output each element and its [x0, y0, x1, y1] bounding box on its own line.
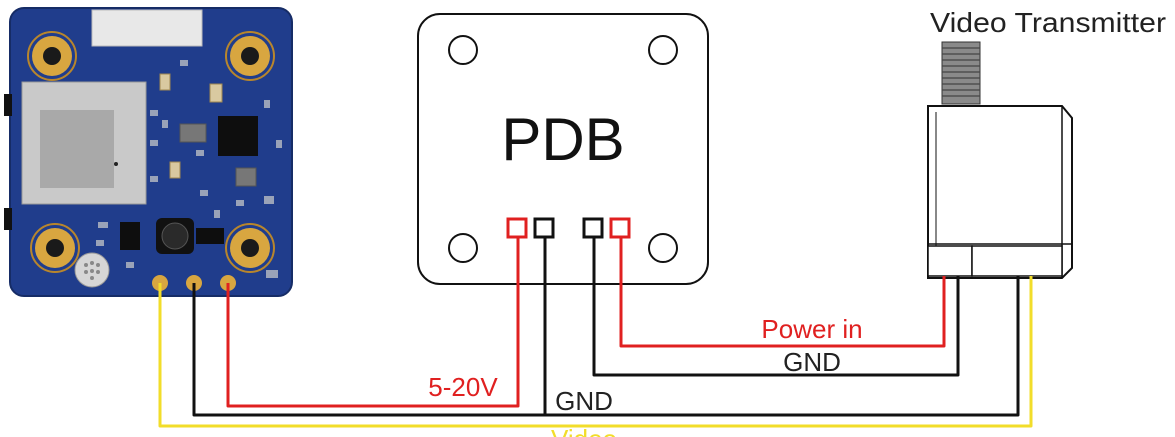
pdb-ground-vtx-pad: [582, 217, 604, 239]
wire-power-vtx: [619, 237, 946, 348]
voltage-label: 5-20V: [428, 372, 498, 402]
wire-ground-vtx: [592, 237, 960, 377]
wire-video: [158, 276, 1033, 428]
pdb-outline: [417, 13, 709, 285]
camera-board: [4, 7, 293, 297]
gnd-vtx-label: GND: [783, 347, 841, 377]
power-in-label: Power in: [761, 314, 862, 344]
video-label: Video: [551, 424, 617, 437]
pdb-mount-hole: [648, 35, 678, 65]
wire-ground-camera: [192, 237, 1020, 417]
pdb-title: PDB: [501, 106, 624, 173]
video-transmitter-label: Video Transmitter: [930, 7, 1166, 38]
pdb-mount-hole: [448, 35, 478, 65]
mounting-pad: [32, 36, 270, 268]
pdb-mount-hole: [648, 233, 678, 263]
gnd-camera-label: GND: [555, 386, 613, 416]
board-label-strip: [91, 9, 203, 47]
camera-board-pcb: [9, 7, 293, 297]
pdb-power-vtx-pad: [609, 217, 631, 239]
pdb-mount-hole: [448, 233, 478, 263]
video-transmitter: Video Transmitter: [927, 7, 1166, 279]
antenna-connector: [941, 41, 981, 105]
pdb-power-out-pad: [506, 217, 528, 239]
wire-power-camera: [226, 237, 520, 408]
pdb-ground-out-pad: [533, 217, 555, 239]
pdb-board: PDB: [417, 13, 709, 285]
main-chip: [218, 116, 258, 156]
